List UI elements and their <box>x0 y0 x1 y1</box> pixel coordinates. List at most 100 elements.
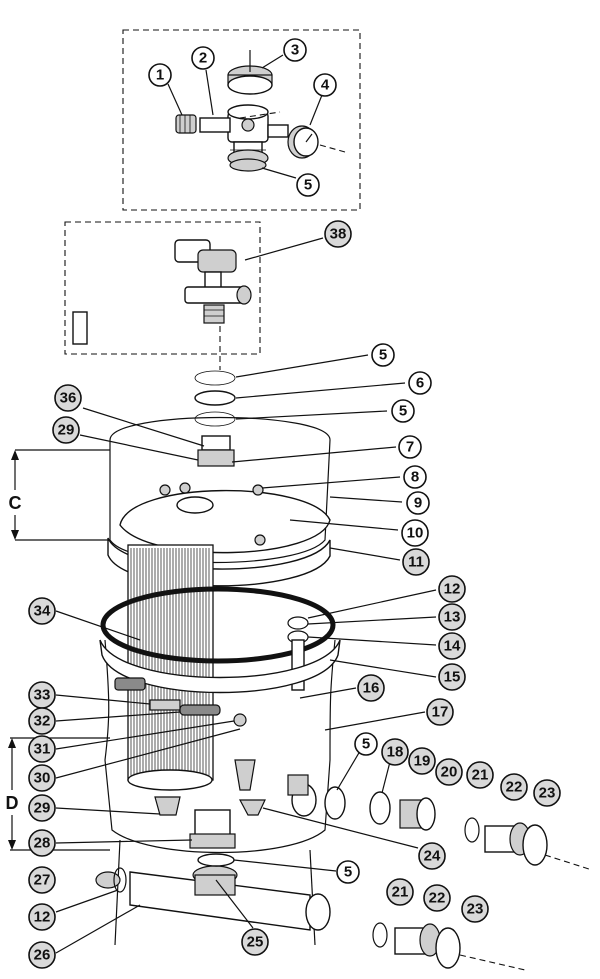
callout-22b: 22 <box>423 884 451 912</box>
callout-13: 13 <box>438 603 466 631</box>
callout-36: 36 <box>54 384 82 412</box>
callout-5b: 5 <box>371 343 395 367</box>
callout-5a: 5 <box>296 173 320 197</box>
svg-text:20: 20 <box>441 764 458 781</box>
callout-6: 6 <box>408 371 432 395</box>
svg-text:25: 25 <box>247 934 264 951</box>
svg-text:12: 12 <box>444 581 461 598</box>
callout-5c: 5 <box>391 399 415 423</box>
callout-21b: 21 <box>386 878 414 906</box>
side-outlet-fittings <box>324 786 593 871</box>
callout-7: 7 <box>398 435 422 459</box>
svg-text:27: 27 <box>34 872 51 889</box>
svg-text:24: 24 <box>424 848 441 865</box>
svg-text:3: 3 <box>291 42 299 59</box>
svg-text:11: 11 <box>408 554 424 571</box>
svg-text:1: 1 <box>156 67 164 84</box>
callout-29a: 29 <box>52 416 80 444</box>
callout-1: 1 <box>148 63 172 87</box>
svg-text:12: 12 <box>34 909 51 926</box>
callout-31: 31 <box>28 735 56 763</box>
svg-text:38: 38 <box>330 226 347 243</box>
svg-text:4: 4 <box>321 77 330 94</box>
svg-text:14: 14 <box>444 638 461 655</box>
svg-text:32: 32 <box>34 713 51 730</box>
callout-9: 9 <box>406 491 430 515</box>
dimension-c: C <box>9 493 22 513</box>
svg-text:15: 15 <box>444 669 461 686</box>
svg-text:30: 30 <box>34 770 51 787</box>
callout-26: 26 <box>28 941 56 969</box>
callout-15: 15 <box>438 663 466 691</box>
svg-text:5: 5 <box>304 177 312 194</box>
callout-18: 18 <box>381 738 409 766</box>
callout-12b: 12 <box>28 903 56 931</box>
callout-23a: 23 <box>533 779 561 807</box>
svg-text:29: 29 <box>58 422 75 439</box>
svg-text:6: 6 <box>416 375 424 392</box>
svg-text:23: 23 <box>539 785 556 802</box>
svg-text:22: 22 <box>506 779 523 796</box>
svg-text:17: 17 <box>432 704 449 721</box>
callout-3: 3 <box>283 38 307 62</box>
callout-14: 14 <box>438 632 466 660</box>
callout-19: 19 <box>408 747 436 775</box>
callout-38: 38 <box>324 220 352 248</box>
svg-text:22: 22 <box>429 890 446 907</box>
tank-lower <box>99 639 341 946</box>
callout-5e: 5 <box>336 860 360 884</box>
svg-text:5: 5 <box>344 864 352 881</box>
callout-10: 10 <box>401 519 429 547</box>
svg-text:9: 9 <box>414 495 422 512</box>
svg-text:21: 21 <box>392 884 409 901</box>
callout-22a: 22 <box>500 773 528 801</box>
dimension-d: D <box>6 793 19 813</box>
callout-16: 16 <box>357 674 385 702</box>
svg-text:23: 23 <box>467 901 484 918</box>
callout-32: 32 <box>28 707 56 735</box>
valve-assembly-group <box>122 29 361 211</box>
callout-29b: 29 <box>28 794 56 822</box>
svg-text:28: 28 <box>34 835 51 852</box>
svg-text:33: 33 <box>34 687 51 704</box>
callout-27: 27 <box>28 866 56 894</box>
bottom-manifold <box>95 853 526 971</box>
svg-text:18: 18 <box>387 744 404 761</box>
svg-text:8: 8 <box>411 469 419 486</box>
svg-text:16: 16 <box>363 680 380 697</box>
callout-11: 11 <box>402 548 430 576</box>
leader-lines <box>55 54 437 954</box>
svg-text:10: 10 <box>407 525 424 542</box>
svg-text:5: 5 <box>399 403 407 420</box>
callout-12a: 12 <box>438 575 466 603</box>
svg-text:5: 5 <box>362 736 370 753</box>
svg-text:36: 36 <box>60 390 77 407</box>
callout-34: 34 <box>28 597 56 625</box>
callout-17: 17 <box>426 698 454 726</box>
svg-text:2: 2 <box>199 50 207 67</box>
svg-text:7: 7 <box>406 439 414 456</box>
svg-text:13: 13 <box>444 609 461 626</box>
callout-33: 33 <box>28 681 56 709</box>
callout-24: 24 <box>418 842 446 870</box>
callout-30: 30 <box>28 764 56 792</box>
svg-text:19: 19 <box>414 753 431 770</box>
callout-5d: 5 <box>354 732 378 756</box>
callout-20: 20 <box>435 758 463 786</box>
svg-text:34: 34 <box>34 603 51 620</box>
svg-text:29: 29 <box>34 800 51 817</box>
callout-25: 25 <box>241 928 269 956</box>
svg-text:21: 21 <box>472 767 489 784</box>
callout-23b: 23 <box>461 895 489 923</box>
callout-2: 2 <box>191 46 215 70</box>
callout-21a: 21 <box>466 761 494 789</box>
hose-valve-group <box>64 221 261 355</box>
callout-4: 4 <box>313 73 337 97</box>
tank-upper <box>107 416 331 587</box>
svg-text:5: 5 <box>379 347 387 364</box>
svg-text:31: 31 <box>34 741 51 758</box>
svg-text:26: 26 <box>34 947 51 964</box>
callout-8: 8 <box>403 465 427 489</box>
callout-28: 28 <box>28 829 56 857</box>
